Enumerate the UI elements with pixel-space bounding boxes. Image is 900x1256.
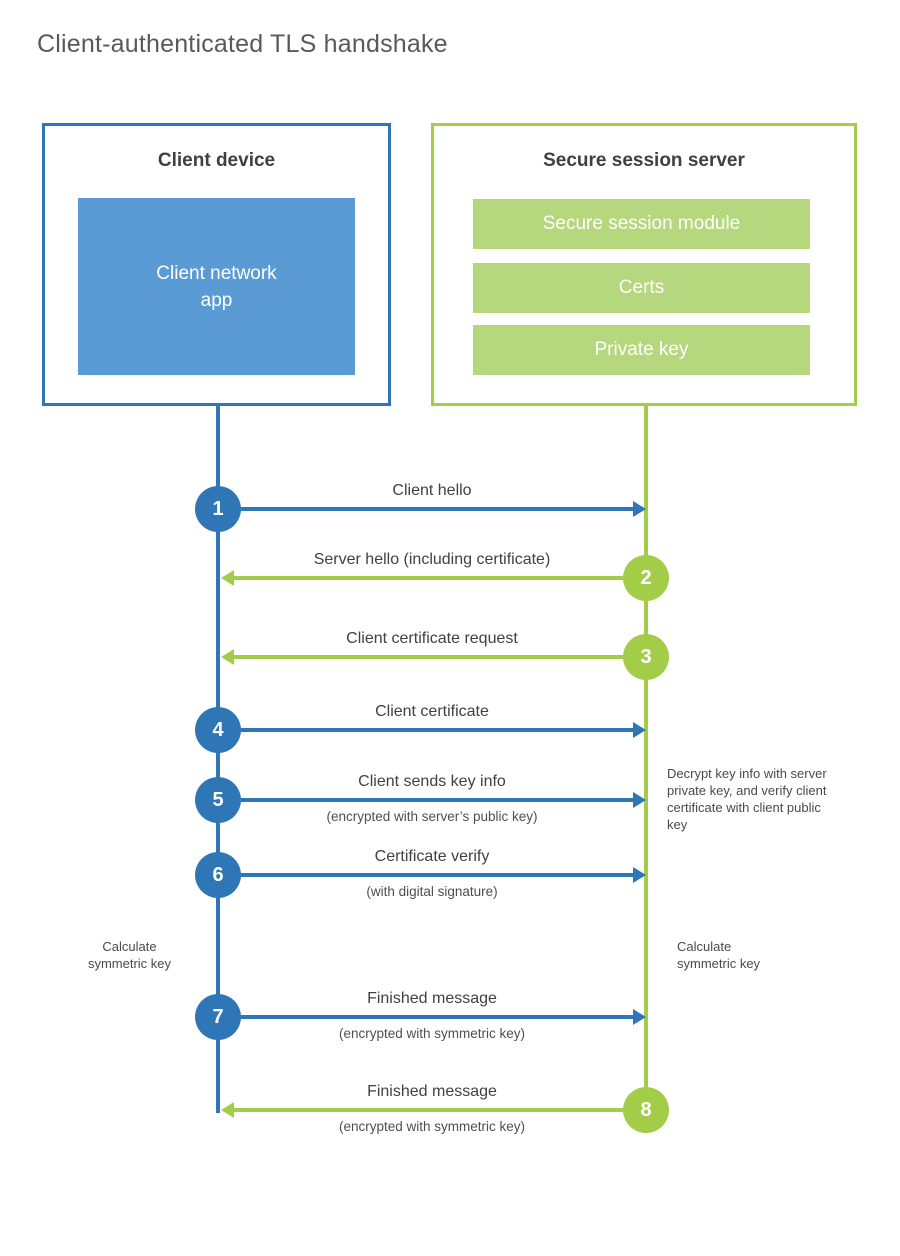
note-calculate-symmetric-key-client: Calculate symmetric key (87, 939, 172, 971)
step-7-label: Finished message (367, 990, 497, 1007)
step-1-arrow-icon (241, 507, 634, 511)
step-2-arrow-icon (233, 576, 623, 580)
step-3-arrow-icon (233, 655, 623, 659)
step-3-label: Client certificate request (346, 630, 518, 647)
step-5-label: Client sends key info (358, 773, 506, 790)
step-7-arrow-icon (241, 1015, 634, 1019)
step-1-label: Client hello (392, 482, 472, 499)
client-lifeline (216, 406, 220, 1113)
step-2-badge: 2 (623, 555, 669, 601)
step-5-arrow-icon (241, 798, 634, 802)
step-2-label: Server hello (including certificate) (313, 551, 551, 568)
note-calculate-symmetric-key-server: Calculate symmetric key (677, 939, 761, 971)
server-module-secure-session: Secure session module (473, 199, 810, 249)
step-4-badge: 4 (195, 707, 241, 753)
secure-session-server-title: Secure session server (543, 150, 745, 171)
step-3-badge: 3 (623, 634, 669, 680)
step-6-arrow-icon (241, 873, 634, 877)
step-5-sublabel: (encrypted with server’s public key) (326, 809, 538, 824)
step-1-badge: 1 (195, 486, 241, 532)
client-network-app-box: Client network app (78, 198, 355, 375)
server-module-certs: Certs (473, 263, 810, 313)
step-8-sublabel: (encrypted with symmetric key) (338, 1119, 526, 1134)
step-4-label: Client certificate (375, 703, 489, 720)
step-8-arrow-icon (233, 1108, 623, 1112)
server-lifeline (644, 406, 648, 1133)
step-8-badge: 8 (623, 1087, 669, 1133)
step-8-label: Finished message (367, 1083, 497, 1100)
client-device-title: Client device (157, 150, 276, 171)
step-6-badge: 6 (195, 852, 241, 898)
note-decrypt-key-info: Decrypt key info with server private key… (667, 766, 827, 832)
step-6-label: Certificate verify (374, 848, 490, 865)
step-7-badge: 7 (195, 994, 241, 1040)
page-title: Client-authenticated TLS handshake (37, 30, 448, 58)
step-4-arrow-icon (241, 728, 634, 732)
step-7-sublabel: (encrypted with symmetric key) (338, 1026, 526, 1041)
step-6-sublabel: (with digital signature) (366, 884, 498, 899)
server-module-private-key: Private key (473, 325, 810, 375)
step-5-badge: 5 (195, 777, 241, 823)
